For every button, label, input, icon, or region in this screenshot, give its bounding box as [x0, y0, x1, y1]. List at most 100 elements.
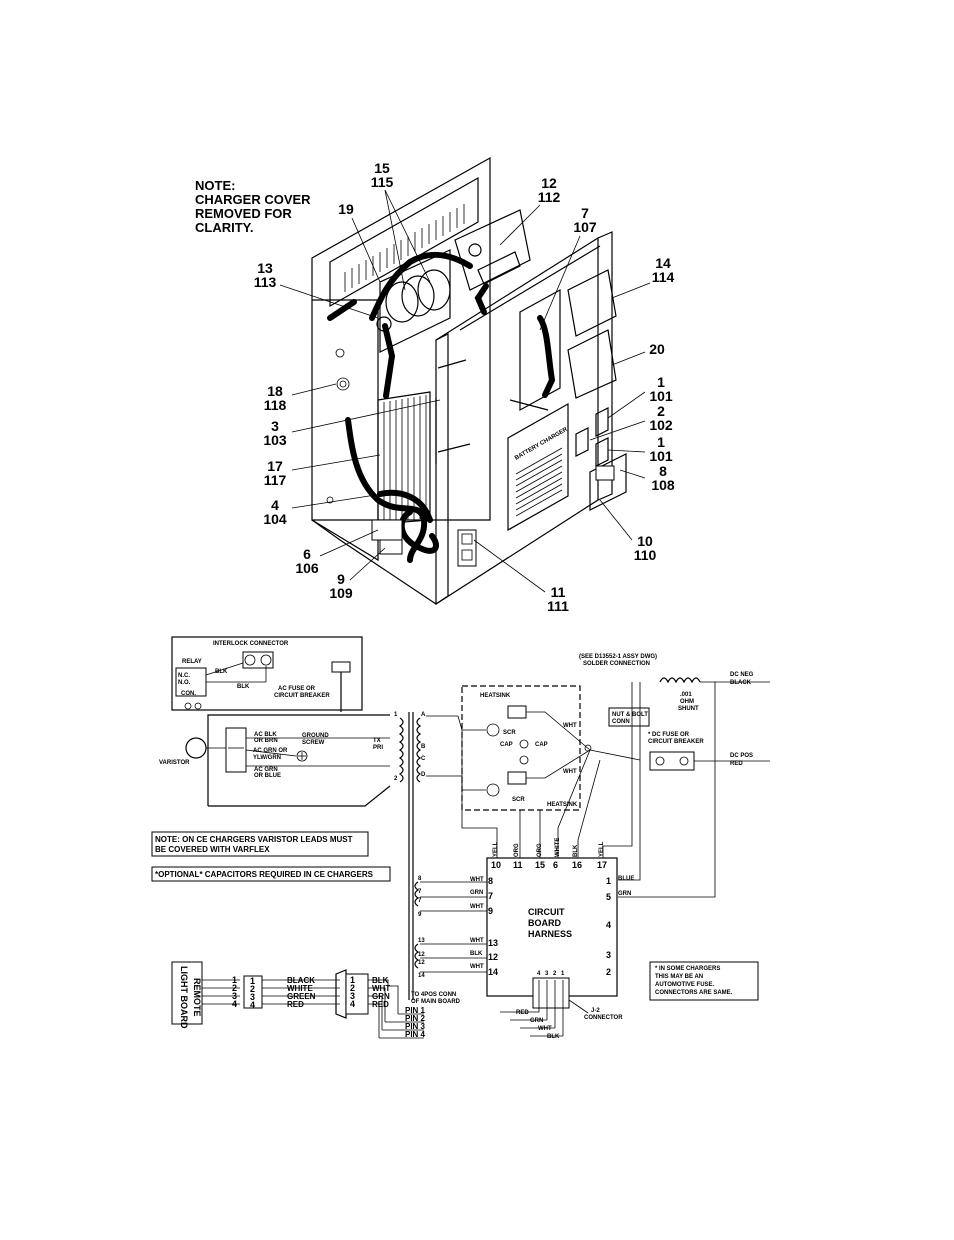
- callout-18-a: 18: [267, 383, 283, 399]
- relay-label: RELAY: [182, 659, 202, 665]
- dc-pos-1: DC POS: [730, 753, 753, 759]
- callout-14-b: 114: [652, 269, 675, 285]
- top-wire-5: BLK: [573, 844, 579, 857]
- varistor-label: VARISTOR: [159, 760, 190, 766]
- callout-17-a: 17: [267, 458, 283, 474]
- callout-19-a: 19: [338, 201, 354, 217]
- winding-7a: 7: [418, 889, 422, 895]
- main-pin-1: PIN 1: [405, 1006, 426, 1015]
- main-pin-4: PIN 4: [405, 1030, 426, 1039]
- note-line-2: CHARGER COVER: [195, 192, 311, 207]
- callout-1a-b: 101: [649, 388, 673, 404]
- j2-label-1: J-2: [591, 1008, 600, 1014]
- callout-4-b: 104: [263, 511, 287, 527]
- top-wire-2: ORG: [514, 843, 520, 857]
- note-line-4: CLARITY.: [195, 220, 254, 235]
- callout-15-a: 15: [374, 160, 390, 176]
- callout-4-a: 4: [271, 497, 279, 513]
- tx-pri-2: PRI: [373, 745, 383, 751]
- callout-3-b: 103: [263, 432, 287, 448]
- scr-1: SCR: [503, 730, 516, 736]
- to-4pos-2: OF MAIN BOARD: [411, 999, 461, 1005]
- note-line-1: NOTE:: [195, 178, 235, 193]
- conn-wire-grn: GRN: [372, 992, 390, 1001]
- some-chargers-1: * IN SOME CHARGERS: [655, 966, 720, 972]
- j2-pin-1: 1: [561, 971, 565, 977]
- callout-20-a: 20: [649, 341, 665, 357]
- top-pin-11: 11: [513, 860, 523, 870]
- callout-leaders: [279, 189, 651, 593]
- callout-7-a: 7: [581, 205, 589, 221]
- tx-pri-1: TX: [373, 738, 381, 744]
- nut-bolt-2: CONN: [612, 719, 630, 725]
- left-pin-13: 13: [488, 938, 498, 948]
- ac-blk-2: OR BRN: [254, 738, 278, 744]
- remote-light-board: REMOTE LIGHT BOARD 1 2 3 4 1 2 3 4 BLACK…: [171, 961, 461, 1039]
- solder-2: SOLDER CONNECTION: [583, 661, 650, 667]
- callout-11-a: 11: [551, 584, 566, 600]
- right-pin-4: 4: [606, 920, 611, 930]
- callout-2-b: 102: [649, 417, 673, 433]
- dc-fuse-1: * DC FUSE OR: [648, 732, 690, 738]
- rlb-wire-white: WHITE: [287, 984, 313, 993]
- conn-wire-red: RED: [372, 1000, 389, 1009]
- relay-nc: N.C.: [178, 673, 190, 679]
- right-pin-5: 5: [606, 892, 611, 902]
- shunt-1: .001: [680, 692, 692, 698]
- ac-input: AC FUSE OR CIRCUIT BREAKER AC BLK OR BRN…: [159, 661, 391, 807]
- shunt-2: OHM: [680, 699, 694, 705]
- callout-7-b: 107: [573, 219, 597, 235]
- j2-label-2: CONNECTOR: [584, 1015, 623, 1021]
- winding-7b: 7: [418, 898, 422, 904]
- ce-note-1: NOTE: ON CE CHARGERS VARISTOR LEADS MUST: [155, 835, 353, 844]
- left-pin-9: 9: [488, 906, 493, 916]
- top-pin-16: 16: [572, 860, 582, 870]
- winding-9: 9: [418, 912, 422, 918]
- top-pin-10: 10: [491, 860, 501, 870]
- wht-2: WHT: [563, 769, 577, 775]
- harness-title-2: BOARD: [528, 918, 561, 928]
- ac-grn2-1: AC GRN: [254, 767, 278, 773]
- callout-14-a: 14: [655, 255, 671, 271]
- winding-14: 14: [418, 973, 425, 979]
- heatsink-bottom: HEATSINK: [547, 802, 578, 808]
- left-wire-3: WHT: [470, 904, 484, 910]
- mid-conn-2: 2: [350, 983, 355, 993]
- winding-13: 13: [418, 938, 425, 944]
- callout-17-b: 117: [264, 472, 287, 488]
- j2-pin-3: 3: [545, 971, 549, 977]
- j2-wire-red: RED: [516, 1010, 529, 1016]
- rlb-wire-black: BLACK: [287, 976, 315, 985]
- rlb-conn-2: 2: [250, 984, 255, 994]
- callout-10-a: 10: [637, 533, 653, 549]
- left-wire-5: BLK: [470, 951, 483, 957]
- j2-wire-blk: BLK: [547, 1034, 560, 1040]
- cap-2: CAP: [535, 742, 548, 748]
- right-pin-3: 3: [606, 950, 611, 960]
- interlock-label: INTERLOCK CONNECTOR: [213, 641, 289, 647]
- grn-label: GRN: [618, 891, 631, 897]
- mid-conn-3: 3: [350, 991, 355, 1001]
- callout-13-a: 13: [257, 260, 273, 276]
- remote-label-2: LIGHT BOARD: [179, 966, 189, 1029]
- relay-con: CON.: [181, 691, 196, 697]
- charger-assembly: NOTE: CHARGER COVER REMOVED FOR CLARITY.: [195, 156, 675, 614]
- callout-2-a: 2: [657, 403, 665, 419]
- interlock-block: INTERLOCK CONNECTOR RELAY BLK BLK N.C. N…: [171, 636, 363, 711]
- ac-grn2-2: OR BLUE: [254, 773, 281, 779]
- callout-9-b: 109: [329, 585, 353, 601]
- callout-15-b: 115: [371, 174, 394, 190]
- scr-heatsink: HEATSINK HEATSINK SCR SCR CAP CAP WHT WH…: [426, 685, 650, 811]
- mid-conn-4: 4: [350, 999, 355, 1009]
- wht-1: WHT: [563, 723, 577, 729]
- callout-6-b: 106: [295, 560, 319, 576]
- circuit-board-harness: CIRCUIT BOARD HARNESS YELL ORG ORG WHITE…: [414, 682, 634, 1040]
- conn-wire-wht: WHT: [372, 984, 390, 993]
- top-pin-15: 15: [535, 860, 545, 870]
- dc-fuse-2: CIRCUIT BREAKER: [648, 739, 704, 745]
- j2-wire-wht: WHT: [538, 1026, 552, 1032]
- j2-pin-4: 4: [537, 971, 541, 977]
- mid-conn-1: 1: [350, 975, 355, 985]
- harness-title-3: HARNESS: [528, 929, 572, 939]
